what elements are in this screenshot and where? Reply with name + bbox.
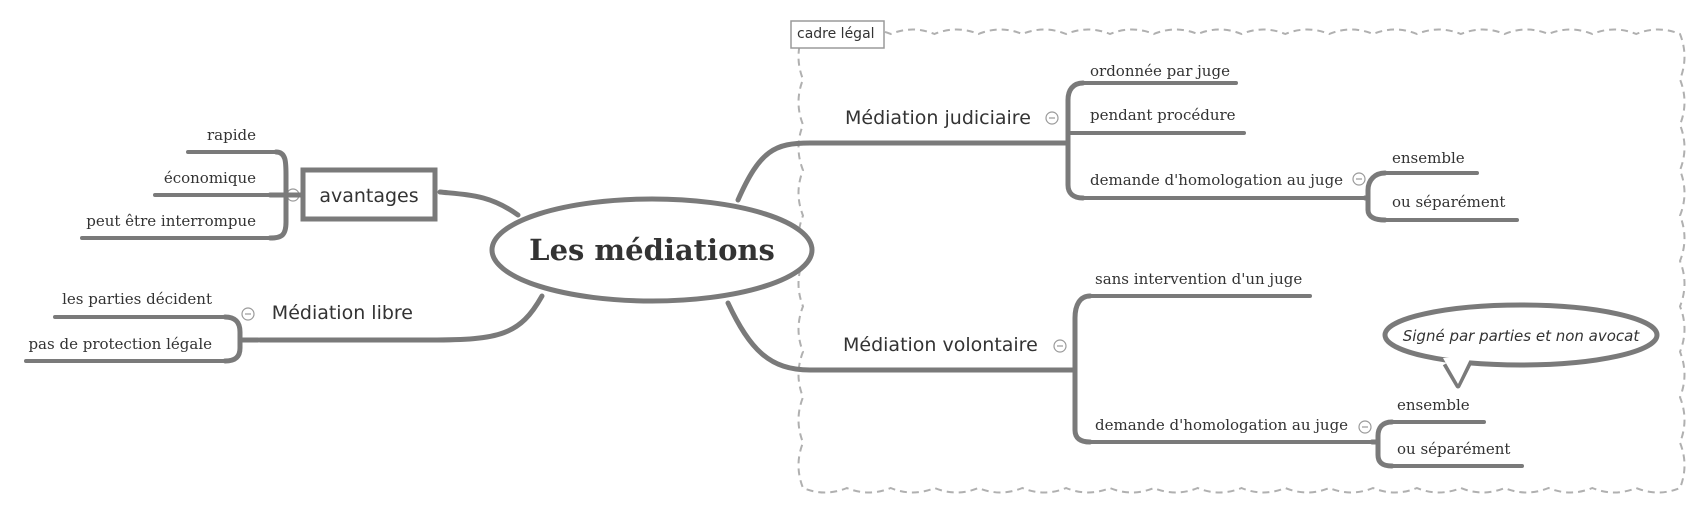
judiciaire-homologation-connectors [1362, 170, 1388, 223]
topic-mediation-libre-label: Médiation libre [272, 302, 413, 324]
list-item[interactable]: ordonnée par juge [1090, 62, 1230, 80]
collapse-minus-icon[interactable] [1053, 339, 1067, 353]
topic-avantages[interactable]: avantages [300, 167, 438, 222]
volontaire-homologation-children: ensemble ou séparément [1390, 396, 1524, 468]
list-item[interactable]: pendant procédure [1090, 106, 1236, 124]
callout-text: Signé par parties et non avocat [1403, 327, 1641, 345]
volontaire-homologation-connectors [1369, 419, 1395, 469]
boundary-label: cadre légal [797, 26, 875, 42]
libre-children: les parties décident pas de protection l… [24, 290, 227, 363]
list-item[interactable]: ou séparément [1392, 193, 1505, 211]
list-item[interactable]: ensemble [1397, 396, 1470, 414]
main-connectors [257, 140, 1078, 373]
list-item[interactable]: ou séparément [1397, 440, 1510, 458]
collapse-minus-icon[interactable] [241, 307, 255, 321]
list-item[interactable]: économique [164, 169, 256, 187]
avantages-children: rapide économique peut être interrompue [80, 126, 278, 240]
topic-mediation-judiciaire[interactable]: Médiation judiciaire [845, 107, 1031, 129]
boundary-label-box[interactable] [790, 20, 885, 49]
collapse-minus-icon[interactable] [1045, 111, 1059, 125]
central-node[interactable]: Les médiations [489, 196, 815, 304]
list-item[interactable]: sans intervention d'un juge [1095, 270, 1302, 288]
topic-avantages-label: avantages [319, 185, 418, 207]
topic-mediation-volontaire-label: Médiation volontaire [843, 334, 1038, 356]
judiciaire-connectors [1065, 80, 1086, 201]
volontaire-connectors [1072, 293, 1093, 445]
list-item[interactable]: rapide [207, 126, 256, 144]
judiciaire-children: ordonnée par juge pendant procédure dema… [1066, 62, 1367, 200]
list-item[interactable]: pas de protection légale [28, 335, 212, 353]
topic-mediation-judiciaire-label: Médiation judiciaire [845, 107, 1031, 129]
boundary-cadre-legal[interactable]: cadre légal [790, 20, 1686, 494]
list-item[interactable]: demande d'homologation au juge [1090, 171, 1343, 189]
topic-mediation-volontaire[interactable]: Médiation volontaire [843, 334, 1038, 356]
avantages-connectors [267, 149, 306, 241]
libre-connectors [222, 314, 261, 364]
list-item[interactable]: ensemble [1392, 149, 1465, 167]
callout-bubble[interactable]: Signé par parties et non avocat [1382, 302, 1660, 389]
list-item[interactable]: les parties décident [62, 290, 212, 308]
list-item[interactable]: demande d'homologation au juge [1095, 416, 1348, 434]
central-title: Les médiations [529, 233, 775, 267]
volontaire-children: sans intervention d'un juge demande d'ho… [1088, 270, 1374, 444]
judiciaire-homologation-children: ensemble ou séparément [1383, 149, 1519, 222]
topic-mediation-libre[interactable]: Médiation libre [272, 302, 413, 324]
list-item[interactable]: peut être interrompue [86, 212, 256, 230]
collapse-minus-icon[interactable] [1358, 420, 1372, 434]
collapse-minus-icon[interactable] [1352, 172, 1366, 186]
